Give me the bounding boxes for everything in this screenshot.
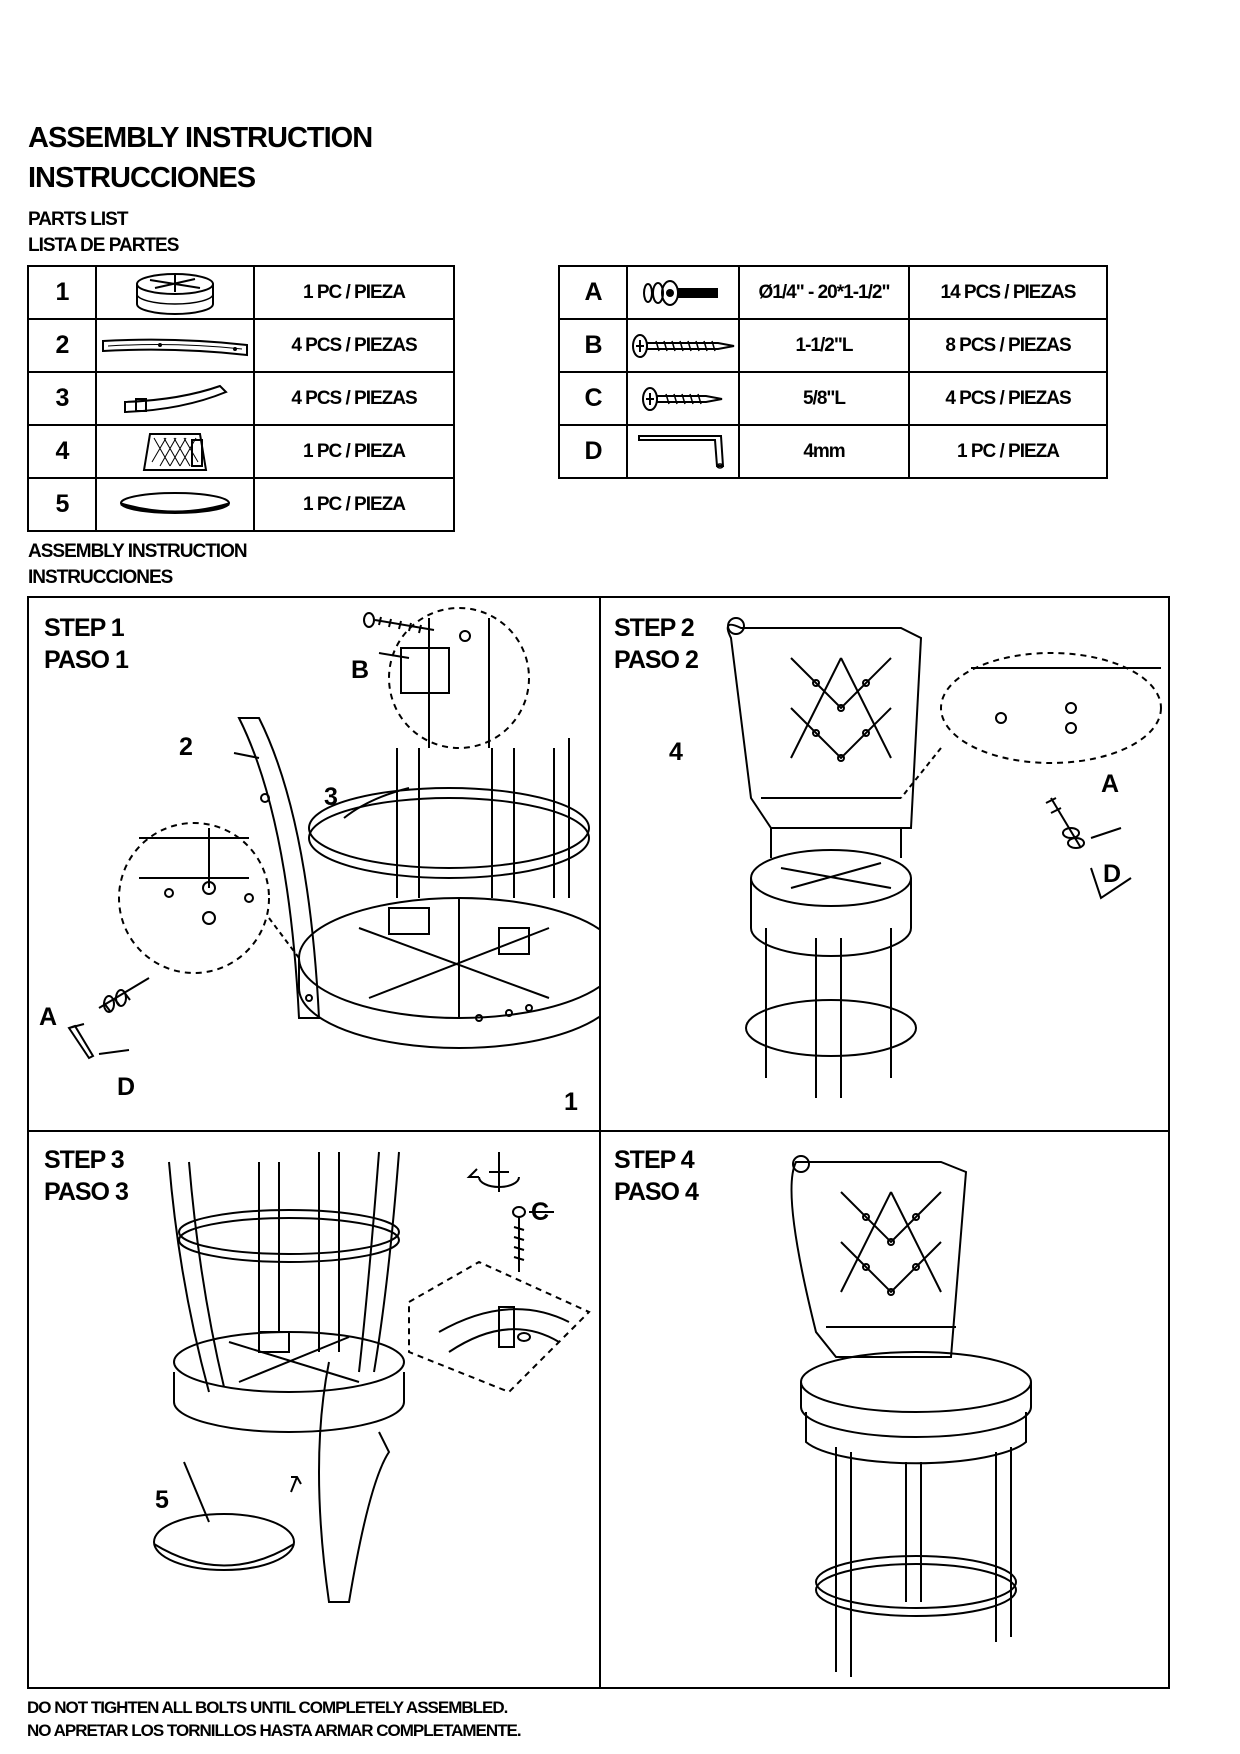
hardware-size: Ø1/4" - 20*1-1/2": [738, 265, 910, 320]
bolt-washer-icon: [643, 279, 718, 306]
callout-d: D: [117, 1073, 136, 1101]
hardware-row: C 5/8"L 4 PCS / PIEZAS: [558, 371, 1108, 426]
step-label-en: STEP 4: [614, 1146, 695, 1174]
assembly-heading-en: ASSEMBLY INSTRUCTION: [28, 541, 248, 562]
step-label-en: STEP 2: [614, 614, 695, 642]
hardware-size: 5/8"L: [738, 371, 910, 426]
step-2-illustration: [726, 617, 1162, 1098]
part-quantity: 1 PC / PIEZA: [253, 265, 455, 320]
part-quantity: 1 PC / PIEZA: [253, 477, 455, 532]
callout-c: C: [531, 1198, 550, 1226]
hardware-row: D 4mm 1 PC / PIEZA: [558, 424, 1108, 479]
leg-icon: [102, 338, 248, 356]
hardware-quantity: 8 PCS / PIEZAS: [908, 318, 1108, 373]
step-label-en: STEP 3: [44, 1146, 125, 1174]
step-4-illustration: [790, 1155, 1032, 1677]
step-1-illustration: [67, 607, 599, 1060]
title-es: INSTRUCCIONES: [28, 162, 256, 194]
allen-key-icon: [638, 434, 725, 469]
backrest-icon: [142, 432, 208, 471]
title-en: ASSEMBLY INSTRUCTION: [28, 122, 373, 154]
parts-table: 1 1 PC / PIEZA 2 4 PCS / PIEZAS 3: [27, 265, 455, 532]
parts-list-heading-es: LISTA DE PARTES: [28, 235, 179, 256]
seat-cushion-icon: [120, 491, 230, 514]
part-number: 1: [27, 265, 97, 320]
short-screw-icon: [642, 386, 723, 411]
part-number: 3: [27, 371, 97, 426]
hardware-letter: A: [558, 265, 628, 320]
part-quantity: 1 PC / PIEZA: [253, 424, 455, 479]
step-label-es: PASO 2: [614, 646, 699, 674]
hardware-size: 1-1/2"L: [738, 318, 910, 373]
part-number: 4: [27, 424, 97, 479]
parts-row: 5 1 PC / PIEZA: [27, 477, 455, 532]
hardware-letter: B: [558, 318, 628, 373]
hardware-quantity: 1 PC / PIEZA: [908, 424, 1108, 479]
hardware-letter: D: [558, 424, 628, 479]
hardware-letter: C: [558, 371, 628, 426]
grid-divider-vertical: [599, 598, 601, 1687]
footer-warning-en: DO NOT TIGHTEN ALL BOLTS UNTIL COMPLETEL…: [27, 1698, 508, 1717]
callout-4: 4: [669, 738, 683, 766]
step-label-es: PASO 3: [44, 1178, 129, 1206]
step-label-en: STEP 1: [44, 614, 125, 642]
long-screw-icon: [632, 333, 735, 358]
step-3-illustration: [153, 1151, 591, 1603]
callout-a: A: [1101, 770, 1120, 798]
hardware-quantity: 4 PCS / PIEZAS: [908, 371, 1108, 426]
hardware-size: 4mm: [738, 424, 910, 479]
callout-d: D: [1103, 860, 1122, 888]
parts-row: 2 4 PCS / PIEZAS: [27, 318, 455, 373]
grid-divider-horizontal: [29, 1130, 1168, 1132]
callout-3: 3: [324, 783, 338, 811]
parts-row: 1 1 PC / PIEZA: [27, 265, 455, 320]
steps-grid: STEP 1 PASO 1: [27, 596, 1170, 1689]
hardware-row: A Ø1/4" - 20*1-1/2" 14 PCS / PIEZAS: [558, 265, 1108, 320]
curved-rail-icon: [124, 384, 228, 413]
callout-a: A: [39, 1003, 58, 1031]
part-quantity: 4 PCS / PIEZAS: [253, 318, 455, 373]
callout-b: B: [351, 656, 370, 684]
part-quantity: 4 PCS / PIEZAS: [253, 371, 455, 426]
callout-5: 5: [155, 1486, 169, 1514]
step-label-es: PASO 1: [44, 646, 129, 674]
part-number: 2: [27, 318, 97, 373]
assembly-heading-es: INSTRUCCIONES: [28, 567, 173, 588]
part-number: 5: [27, 477, 97, 532]
step-label-es: PASO 4: [614, 1178, 699, 1206]
hardware-row: B 1-1/2"L 8 PCS / PIEZAS: [558, 318, 1108, 373]
parts-row: 3 4 PCS / PIEZAS: [27, 371, 455, 426]
parts-row: 4 1 PC / PIEZA: [27, 424, 455, 479]
footer-warning-es: NO APRETAR LOS TORNILLOS HASTA ARMAR COM…: [27, 1721, 522, 1740]
seat-frame-icon: [136, 272, 214, 315]
parts-list-heading-en: PARTS LIST: [28, 209, 128, 230]
hardware-table: A Ø1/4" - 20*1-1/2" 14 PCS / PIEZAS B 1-…: [558, 265, 1108, 479]
callout-2: 2: [179, 733, 193, 761]
callout-1: 1: [564, 1088, 578, 1116]
hardware-quantity: 14 PCS / PIEZAS: [908, 265, 1108, 320]
